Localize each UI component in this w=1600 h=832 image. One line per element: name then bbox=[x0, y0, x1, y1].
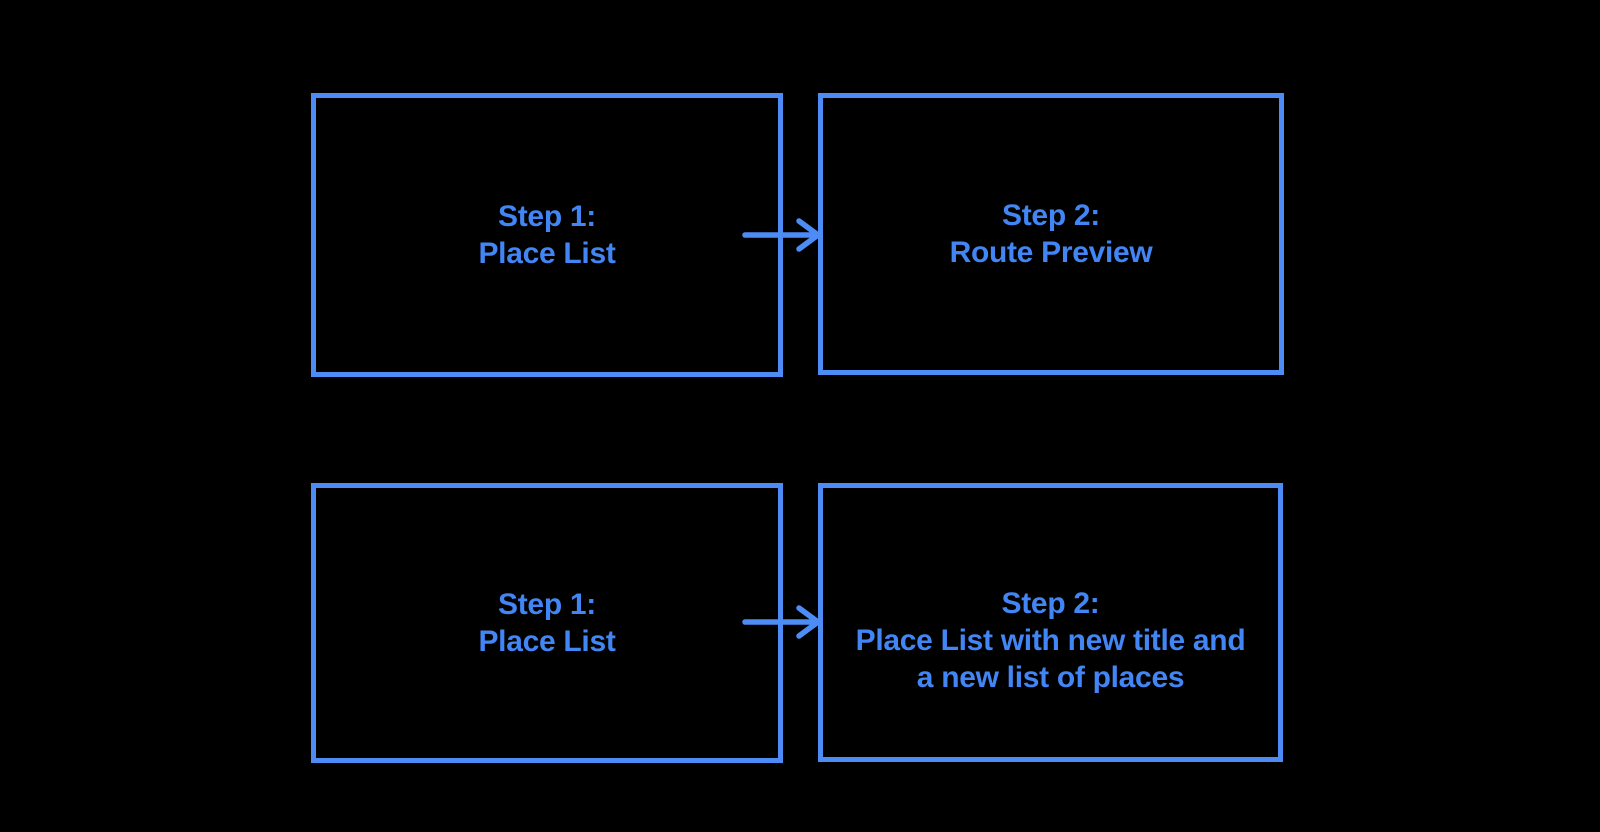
flow-box-row2-step1: Step 1: Place List bbox=[311, 483, 783, 763]
box-label-line: Step 1: bbox=[498, 588, 596, 621]
box-label: Step 2: Place List with new title and a … bbox=[856, 585, 1246, 696]
flow-arrow-right-icon bbox=[742, 605, 821, 639]
box-label: Step 1: Place List bbox=[478, 198, 615, 272]
flow-box-row1-step1: Step 1: Place List bbox=[311, 93, 783, 377]
flow-arrow-right-icon bbox=[742, 218, 821, 252]
box-label-line: Route Preview bbox=[949, 236, 1153, 269]
box-label-line: Place List bbox=[478, 237, 616, 270]
box-label-line: Place List bbox=[478, 625, 616, 658]
flow-box-row2-step2: Step 2: Place List with new title and a … bbox=[818, 483, 1283, 762]
box-label-line: Step 1: bbox=[498, 200, 596, 233]
flow-box-row1-step2: Step 2: Route Preview bbox=[818, 93, 1284, 375]
box-label: Step 2: Route Preview bbox=[950, 197, 1153, 271]
box-label: Step 1: Place List bbox=[478, 586, 615, 660]
box-label-line: a new list of places bbox=[916, 661, 1185, 694]
box-label-line: Place List with new title and bbox=[855, 624, 1246, 657]
box-label-line: Step 2: bbox=[1001, 587, 1100, 620]
box-label-line: Step 2: bbox=[1002, 199, 1100, 232]
